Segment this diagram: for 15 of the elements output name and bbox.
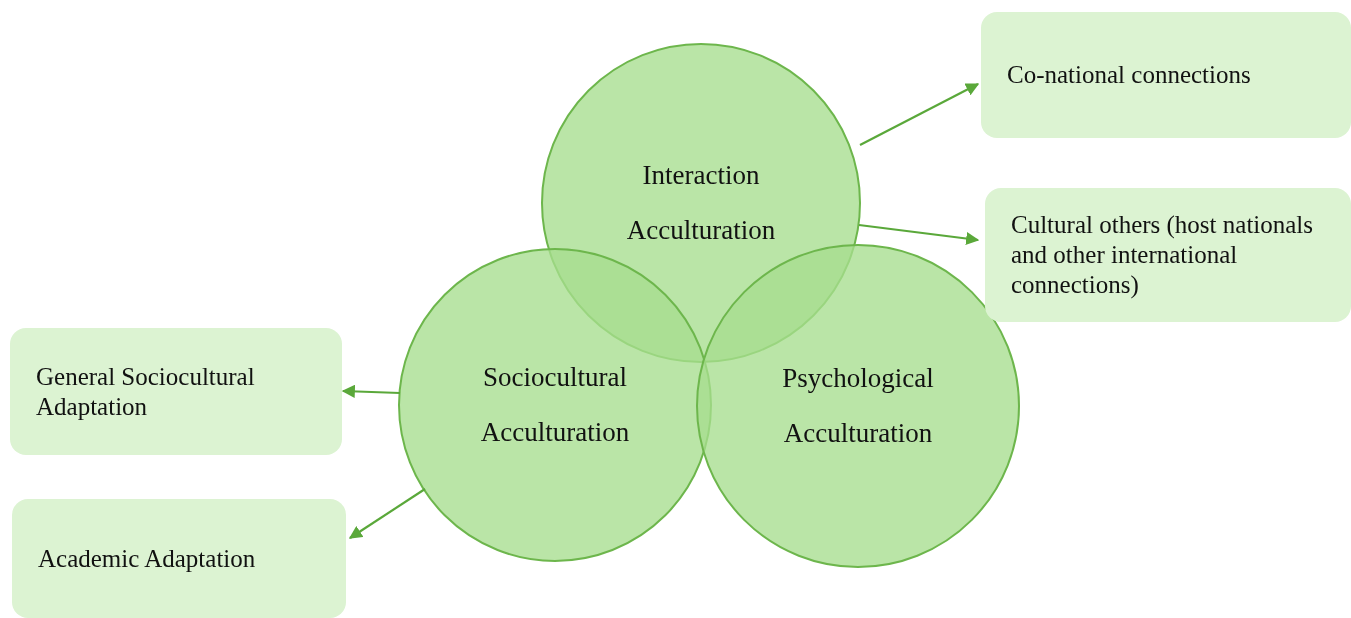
node-label: Cultural others (host nationals and other international connections): [1011, 210, 1315, 300]
node-label: Academic Adaptation: [38, 543, 256, 574]
arrow: [859, 83, 980, 146]
node-label: Psychological Acculturation: [781, 362, 935, 450]
text-box: [10, 328, 342, 455]
text-box: [981, 12, 1351, 138]
text-box: [985, 188, 1351, 322]
node-label: Co-national connections: [1007, 60, 1251, 90]
node-label: Sociocultural Acculturation: [479, 361, 631, 449]
arrow: [858, 223, 980, 246]
arrow: [341, 384, 401, 398]
node-label: General Sociocultural Adaptation: [36, 361, 256, 422]
arrow: [348, 488, 426, 539]
text-box: [12, 499, 346, 618]
node-label: Interaction Acculturation: [625, 159, 777, 247]
